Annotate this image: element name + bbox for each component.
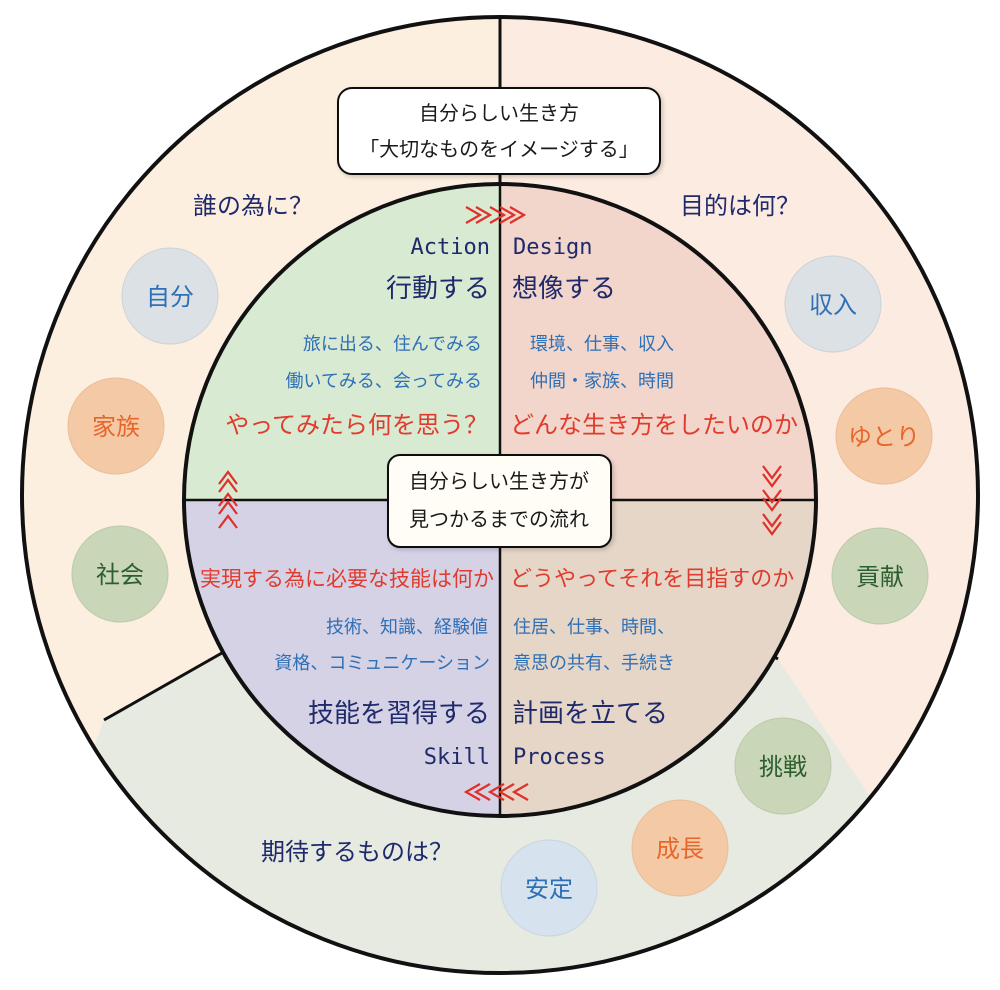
quadrant-process	[500, 500, 816, 816]
arrow-left-icon	[463, 783, 529, 801]
value-circles: 自分 家族 社会 収入 ゆとり 貢献 挑戦 成長	[67, 247, 933, 937]
circle-challenge-label: 挑戦	[759, 753, 807, 781]
circle-society-label: 社会	[96, 561, 144, 589]
circle-family: 家族	[67, 377, 165, 475]
quadrant-skill	[184, 500, 500, 816]
design-title: 想像する	[512, 274, 616, 304]
circle-stability: 安定	[500, 839, 598, 937]
circle-stability-label: 安定	[525, 875, 573, 903]
question-expect: 期待するものは？	[261, 838, 453, 866]
process-line1: 住居、仕事、時間、	[513, 617, 675, 638]
design-question: どんな生き方をしたいのか	[510, 411, 798, 439]
process-title: 計画を立てる	[512, 699, 668, 729]
skill-title: 技能を習得する	[308, 699, 490, 729]
question-who: 誰の為に？	[193, 192, 313, 220]
skill-question: 実現する為に必要な技能は何か	[200, 567, 494, 591]
circle-family-label: 家族	[92, 413, 140, 441]
center-line2: 見つかるまでの流れ	[409, 507, 589, 531]
circle-income: 収入	[784, 255, 882, 353]
process-english: Process	[513, 745, 606, 770]
question-purpose: 目的は何？	[680, 192, 800, 220]
design-line2: 仲間・家族、時間	[530, 371, 674, 392]
circle-contribution-label: 貢献	[856, 563, 904, 591]
quadrant-action	[184, 184, 500, 500]
skill-line2: 資格、コミュニケーション	[274, 653, 490, 674]
circle-self-label: 自分	[146, 283, 194, 311]
quadrant-skill-text: 実現する為に必要な技能は何か 技術、知識、経験値 資格、コミュニケーション 技能…	[200, 567, 494, 770]
circle-society: 社会	[71, 525, 169, 623]
quadrant-design	[500, 184, 816, 500]
center-box: 自分らしい生き方が 見つかるまでの流れ	[387, 454, 612, 548]
center-line1: 自分らしい生き方が	[409, 469, 589, 493]
skill-line1: 技術、知識、経験値	[326, 617, 488, 638]
action-line1: 旅に出る、住んでみる	[303, 334, 482, 355]
skill-english: Skill	[424, 745, 490, 770]
circle-self: 自分	[121, 247, 219, 345]
action-english: Action	[411, 235, 490, 260]
action-line2: 働いてみる、会ってみる	[285, 371, 482, 392]
inner-circle	[182, 182, 818, 818]
title-line2: 「大切なものをイメージする」	[359, 137, 639, 161]
design-line1: 環境、仕事、収入	[530, 334, 674, 355]
circle-growth-label: 成長	[656, 835, 704, 863]
arrow-down-icon	[762, 465, 782, 536]
design-english: Design	[513, 235, 592, 260]
arrow-right-icon	[465, 206, 527, 224]
action-question: やってみたら何を思う？	[225, 411, 488, 439]
quadrant-process-text: どうやってそれを目指すのか 住居、仕事、時間、 意思の共有、手続き 計画を立てる…	[510, 567, 794, 770]
quadrant-action-text: Action 行動する 旅に出る、住んでみる 働いてみる、会ってみる やってみた…	[225, 235, 490, 439]
circle-income-label: 収入	[809, 291, 857, 319]
circle-contribution: 貢献	[831, 527, 929, 625]
process-line2: 意思の共有、手続き	[513, 653, 675, 674]
process-question: どうやってそれを目指すのか	[510, 567, 794, 592]
circle-leeway-label: ゆとり	[848, 423, 920, 451]
arrow-up-icon	[218, 470, 238, 529]
inner-circle-border	[182, 182, 818, 818]
action-title: 行動する	[386, 274, 490, 304]
title-line1: 自分らしい生き方	[419, 101, 579, 125]
circle-growth: 成長	[631, 799, 729, 897]
title-box: 自分らしい生き方 「大切なものをイメージする」	[337, 87, 661, 175]
circle-challenge: 挑戦	[734, 717, 832, 815]
circle-leeway: ゆとり	[835, 387, 933, 485]
quadrant-design-text: Design 想像する 環境、仕事、収入 仲間・家族、時間 どんな生き方をしたい…	[510, 235, 798, 439]
flow-arrows	[218, 206, 782, 801]
outer-circle-border	[20, 15, 980, 975]
